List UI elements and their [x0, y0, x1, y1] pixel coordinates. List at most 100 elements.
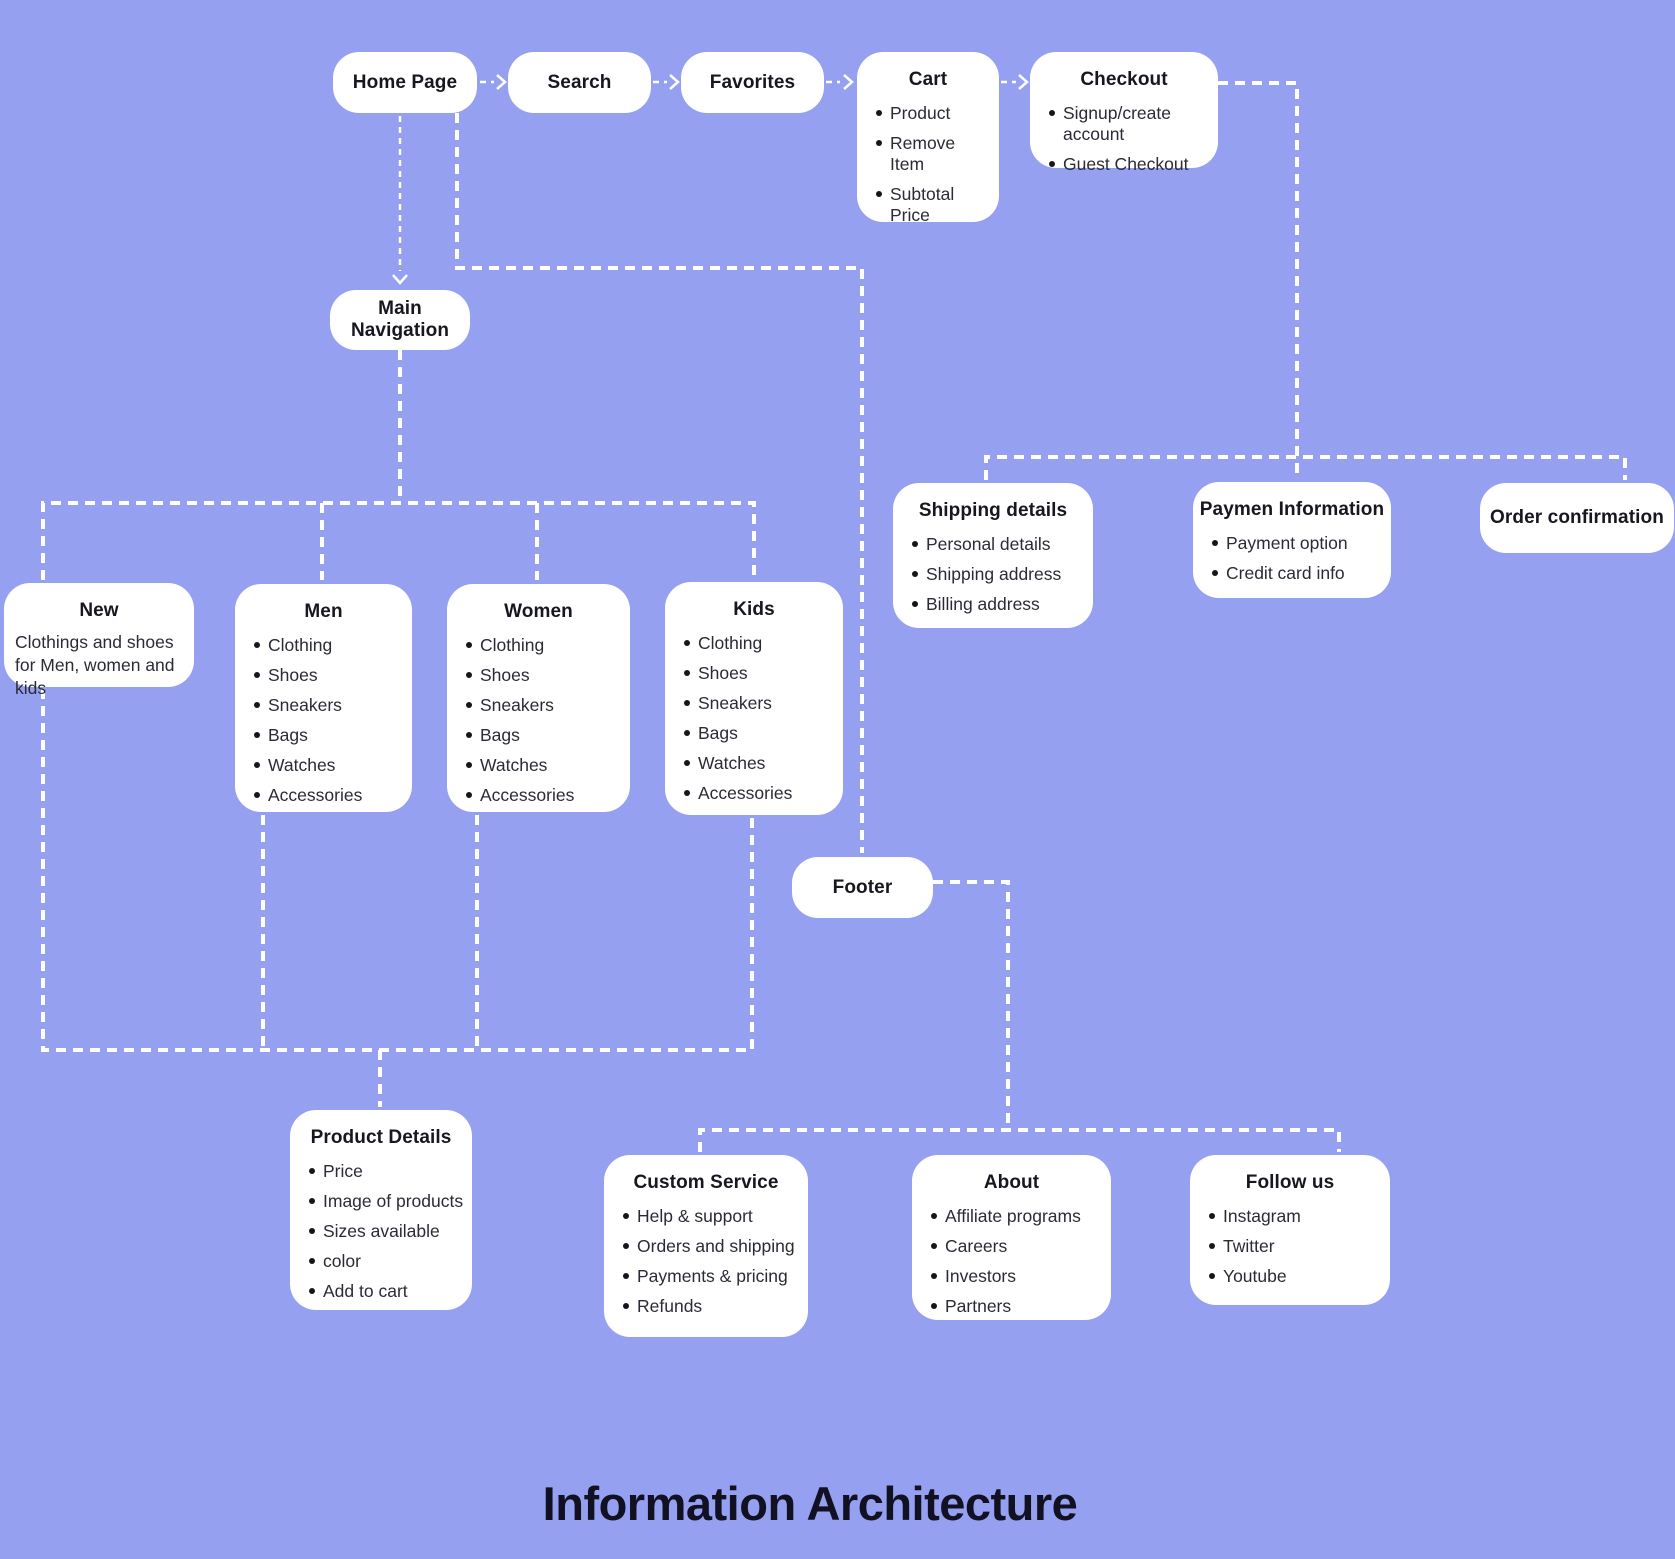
node-item: Twitter: [1190, 1236, 1382, 1257]
node-item: Price: [290, 1161, 464, 1182]
arrowhead-right-icon: [496, 74, 507, 90]
node-title: Order confirmation: [1490, 507, 1664, 528]
connector-checkout-down: [1218, 81, 1299, 479]
node-item: Shoes: [235, 665, 404, 686]
arrowhead-down-icon: [392, 274, 408, 285]
node-title: Favorites: [709, 71, 796, 93]
arrowhead-right-icon: [1018, 74, 1029, 90]
node-item: Bags: [235, 725, 404, 746]
node-item: Shipping address: [893, 564, 1085, 585]
node-item: Billing address: [893, 594, 1085, 615]
node-item: Watches: [235, 755, 404, 776]
node-item: Investors: [912, 1266, 1103, 1287]
diagram-title: Information Architecture: [542, 1477, 1078, 1530]
node-item: Orders and shipping: [604, 1236, 800, 1257]
node-home-page: Home Page: [333, 52, 477, 113]
node-item: Refunds: [604, 1296, 800, 1317]
node-item: Payment option: [1193, 533, 1383, 554]
node-item: Accessories: [447, 785, 622, 806]
node-item: Credit card info: [1193, 563, 1383, 584]
node-item: Signup/create account: [1030, 103, 1210, 145]
node-title: About: [983, 1172, 1040, 1193]
node-item: Personal details: [893, 534, 1085, 555]
node-title: Shipping details: [918, 500, 1068, 521]
node-item: Bags: [665, 723, 835, 744]
node-search: Search: [508, 52, 651, 113]
node-title: Paymen Information: [1199, 499, 1385, 520]
node-title: Checkout: [1080, 69, 1168, 90]
node-item: Watches: [447, 755, 622, 776]
node-title: Product Details: [310, 1127, 452, 1148]
node-item: Guest Checkout: [1030, 154, 1210, 175]
node-item: Subtotal Price: [857, 184, 991, 226]
node-title: Home Page: [352, 71, 458, 93]
node-item: Clothing: [235, 635, 404, 656]
node-item: Accessories: [235, 785, 404, 806]
node-item: Remove Item: [857, 133, 991, 175]
node-order-confirmation: Order confirmation: [1480, 483, 1674, 553]
node-main-navigation: Main Navigation: [330, 290, 470, 350]
arrowhead-right-icon: [843, 74, 854, 90]
node-title: Search: [547, 71, 612, 93]
node-title: Custom Service: [633, 1172, 779, 1193]
node-title: Men: [304, 601, 343, 622]
node-item: Partners: [912, 1296, 1103, 1317]
node-title: Cart: [908, 69, 948, 90]
node-title: Footer: [832, 876, 893, 898]
node-item: Image of products: [290, 1191, 464, 1212]
node-item: Careers: [912, 1236, 1103, 1257]
node-item: Sizes available: [290, 1221, 464, 1242]
node-item: Product: [857, 103, 991, 124]
arrowhead-right-icon: [669, 74, 680, 90]
node-item: Youtube: [1190, 1266, 1382, 1287]
node-description: Clothings and shoes for Men, women and k…: [15, 632, 175, 698]
node-item: Watches: [665, 753, 835, 774]
node-title: Follow us: [1245, 1172, 1335, 1193]
node-item: Clothing: [447, 635, 622, 656]
node-item: Add to cart: [290, 1281, 464, 1302]
connector-footer-row: [698, 1128, 1341, 1152]
node-title: New: [79, 600, 119, 621]
connector-bottom-loop: [41, 689, 754, 1052]
connector-home-to-footer: [455, 113, 864, 853]
node-item: Shoes: [665, 663, 835, 684]
node-item: Sneakers: [665, 693, 835, 714]
node-item: Sneakers: [235, 695, 404, 716]
node-footer: Footer: [792, 857, 933, 918]
node-item: Bags: [447, 725, 622, 746]
node-item: Shoes: [447, 665, 622, 686]
node-title: Women: [504, 601, 573, 622]
node-item: Affiliate programs: [912, 1206, 1103, 1227]
node-item: Clothing: [665, 633, 835, 654]
node-item: color: [290, 1251, 464, 1272]
node-item: Help & support: [604, 1206, 800, 1227]
node-item: Payments & pricing: [604, 1266, 800, 1287]
node-favorites: Favorites: [681, 52, 824, 113]
node-item: Accessories: [665, 783, 835, 804]
